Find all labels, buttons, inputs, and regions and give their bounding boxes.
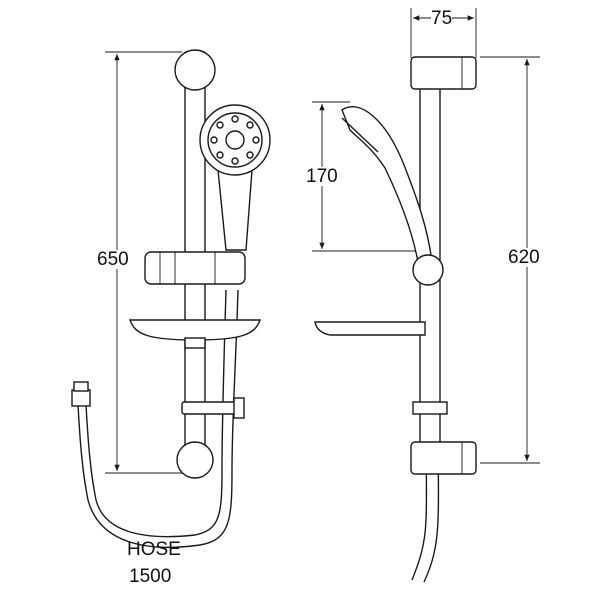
front-slider-bracket bbox=[144, 251, 246, 285]
dimension-650-label: 650 bbox=[97, 249, 129, 270]
bottom-ball-end bbox=[176, 441, 214, 479]
side-top-bracket bbox=[410, 56, 477, 90]
side-soap-dish bbox=[314, 321, 426, 336]
hose-length-label: 1500 bbox=[129, 566, 172, 587]
dimension-75-label: 75 bbox=[431, 8, 453, 29]
front-view bbox=[71, 49, 271, 549]
top-ball-end bbox=[174, 49, 216, 91]
side-bottom-bracket bbox=[410, 441, 477, 475]
dimension-170-label: 170 bbox=[306, 166, 338, 187]
side-view bbox=[312, 8, 540, 583]
hose-connector bbox=[71, 389, 91, 407]
hose-label: HOSE bbox=[127, 539, 181, 560]
front-soap-dish bbox=[129, 319, 261, 341]
side-slider-ball bbox=[412, 254, 444, 286]
front-handset-handle bbox=[217, 169, 253, 251]
dimension-620-label: 620 bbox=[508, 247, 540, 268]
